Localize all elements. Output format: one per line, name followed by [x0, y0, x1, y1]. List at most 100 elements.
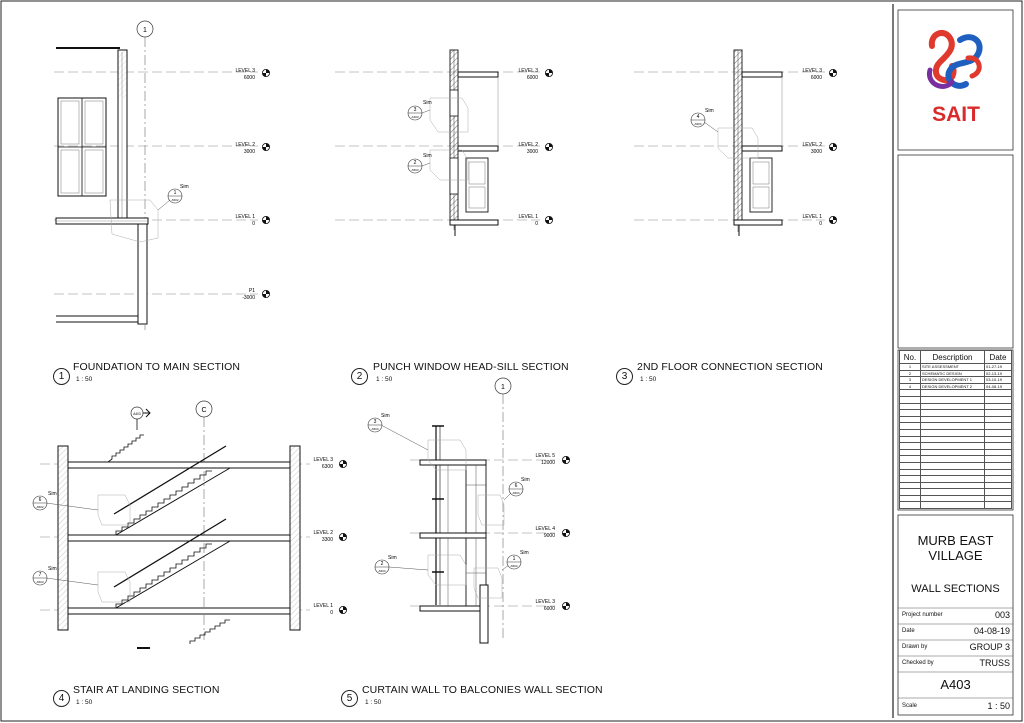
callout-number: 2	[414, 160, 417, 166]
field-label: Drawn by	[902, 644, 928, 650]
view-title: FOUNDATION TO MAIN SECTION	[73, 361, 241, 373]
view-5-drawing: 1 3 A504 Sim	[367, 377, 571, 644]
rev-header-no: No.	[899, 350, 921, 364]
view-number-badge: 2	[351, 368, 368, 385]
callout-ref: A503	[36, 580, 43, 584]
field-label: Project number	[902, 612, 943, 618]
table-row	[899, 422, 1012, 430]
callout-ref: A504	[378, 569, 385, 573]
rev-date: 01-27-19	[984, 363, 1012, 371]
level-elev: -3000	[242, 295, 255, 301]
callout-sim: Sim	[48, 491, 57, 497]
callout-number: 3	[414, 107, 417, 113]
table-row	[899, 415, 1012, 424]
grid-label-1: 1	[143, 27, 147, 34]
rev-description: DESIGN DEVELOPMENT 1	[920, 376, 985, 384]
rev-date: 04-08-19	[984, 382, 1012, 391]
callout-ref: A403	[411, 115, 418, 119]
view-title: CURTAIN WALL TO BALCONIES WALL SECTION	[362, 684, 603, 696]
level-name: LEVEL 4	[535, 526, 555, 532]
table-row: 4 DESIGN DEVELOPMENT 2 04-08-19	[899, 382, 1012, 391]
sheet-number: A403	[940, 677, 971, 692]
table-row	[899, 494, 1012, 503]
table-row	[899, 468, 1012, 477]
table-row	[899, 475, 1012, 483]
table-row	[899, 395, 1012, 404]
level-elev: 6000	[244, 75, 255, 81]
rev-no: 3	[899, 376, 921, 384]
callout-number: 7	[39, 572, 42, 578]
rev-date: 03-10-19	[984, 376, 1012, 384]
scale-value: 1 : 50	[987, 701, 1010, 711]
field-label: Checked by	[902, 660, 934, 666]
table-row: 2 SCHEMATIC DESIGN 02-13-19	[899, 369, 1012, 378]
rev-description: SITE ASSESSMENT	[920, 363, 985, 371]
level-elev: 12000	[541, 460, 555, 466]
view-number-badge: 5	[341, 690, 358, 707]
level-name: LEVEL 3	[235, 68, 255, 74]
level-name: LEVEL 3	[313, 457, 333, 463]
view-number-badge: 1	[53, 368, 70, 385]
level-elev: 0	[819, 221, 822, 227]
level-elev: 0	[252, 221, 255, 227]
level-name: LEVEL 3	[518, 68, 538, 74]
callout-number: 6	[515, 483, 518, 489]
view-3-drawing: 4 A503 Sim LEVEL 3 6000 LEVEL 2 3000 LEV…	[634, 49, 838, 236]
table-row: 1 SITE ASSESSMENT 01-27-19	[899, 363, 1012, 371]
table-row: 3 DESIGN DEVELOPMENT 1 03-10-19	[899, 376, 1012, 384]
table-row	[899, 389, 1012, 397]
level-elev: 6000	[811, 75, 822, 81]
callout-number: 4	[697, 114, 700, 120]
view-number-badge: 3	[616, 368, 633, 385]
sheet-title: WALL SECTIONS	[911, 583, 1000, 595]
callout-ref: A504	[510, 564, 517, 568]
callout-sim: Sim	[381, 413, 390, 419]
callout-number: 3	[374, 419, 377, 425]
rev-description: SCHEMATIC DESIGN	[920, 369, 985, 378]
level-name: P1	[249, 288, 255, 294]
callout-sim: Sim	[520, 550, 529, 556]
level-name: LEVEL 1	[518, 214, 538, 220]
grid-label-c: C	[201, 407, 206, 414]
callout-number: 6	[39, 497, 42, 503]
callout-sim: Sim	[48, 566, 57, 572]
level-name: LEVEL 2	[802, 142, 822, 148]
table-row	[899, 448, 1012, 457]
level-name: LEVEL 2	[235, 142, 255, 148]
field-value: GROUP 3	[969, 642, 1010, 652]
view-scale: 1 : 50	[365, 699, 382, 706]
view-scale: 1 : 50	[76, 376, 93, 383]
view-2-drawing: 3 A403 Sim 2 A503 Sim LEVEL 3 6000 LEVEL…	[335, 49, 554, 236]
level-name: LEVEL 3	[535, 599, 555, 605]
table-row	[899, 488, 1012, 496]
section-mark-ref: A403	[133, 412, 141, 416]
callout-ref: A502	[36, 505, 43, 509]
field-label: Date	[902, 628, 915, 634]
callout-sim: Sim	[521, 477, 530, 483]
callout-ref: A503	[694, 122, 701, 126]
rev-no: 2	[899, 369, 921, 378]
callout-ref: A503	[411, 168, 418, 172]
level-elev: 6300	[322, 464, 333, 470]
level-elev: 6000	[544, 606, 555, 612]
rev-description: DESIGN DEVELOPMENT 2	[920, 382, 985, 391]
callout-sim: Sim	[388, 555, 397, 561]
table-row	[899, 455, 1012, 463]
level-elev: 9000	[544, 533, 555, 539]
rev-header-date: Date	[984, 350, 1012, 364]
project-name: MURB EAST VILLAGE	[917, 533, 994, 563]
logo-text: SAIT	[932, 103, 980, 126]
callout-ref: A502	[171, 198, 178, 202]
view-4-drawing: A403 C 6 A502	[32, 400, 348, 649]
level-elev: 3000	[811, 149, 822, 155]
scale-label: Scale	[902, 703, 918, 709]
grid-label-1: 1	[501, 384, 505, 391]
callout-number: 1	[513, 556, 516, 562]
callout-sim: Sim	[423, 100, 432, 106]
callout-number: 2	[381, 561, 384, 567]
rev-header-description: Description	[920, 350, 985, 364]
sait-logo: SAIT	[926, 29, 983, 126]
level-name: LEVEL 1	[235, 214, 255, 220]
level-name: LEVEL 1	[313, 603, 333, 609]
